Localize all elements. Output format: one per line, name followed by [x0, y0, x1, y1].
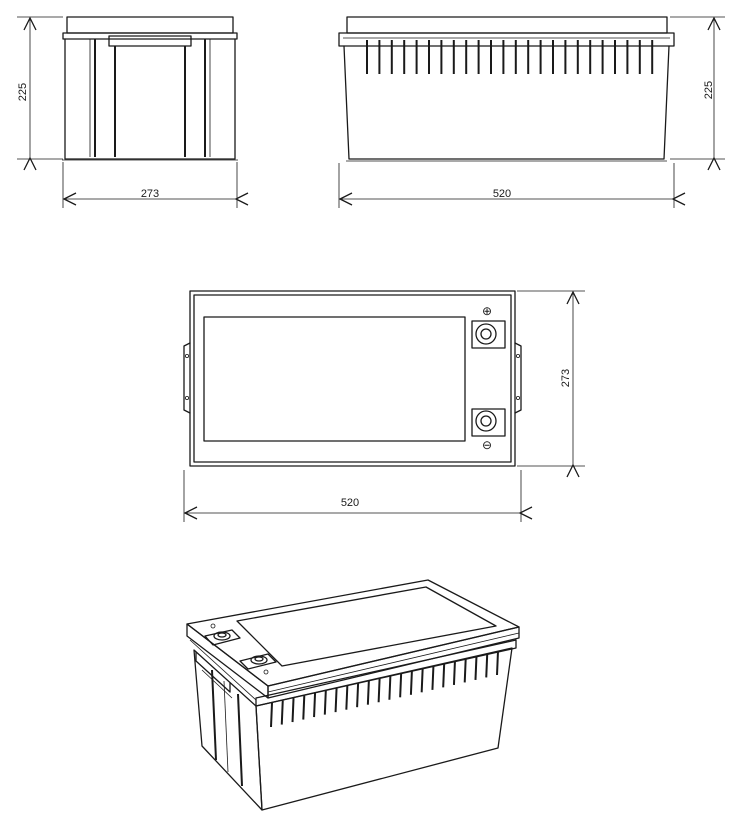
terminal-negative-symbol: ⊖ — [482, 438, 492, 452]
top-view: ⊕ ⊖ 273 520 — [183, 290, 585, 522]
iso-rib — [280, 700, 284, 725]
dim-top-length: 520 — [183, 470, 521, 522]
dim-top-depth: 273 — [517, 290, 585, 466]
iso-rib — [270, 702, 273, 728]
iso-rib — [356, 683, 360, 708]
iso-rib — [377, 678, 381, 703]
iso-rib — [302, 695, 306, 720]
dim-top-depth-label: 273 — [560, 369, 572, 387]
iso-terminal-negative — [239, 653, 277, 675]
dim-front-height-label: 225 — [17, 83, 29, 101]
iso-rib — [399, 673, 403, 698]
iso-rib — [345, 685, 349, 710]
iso-rib — [496, 650, 499, 676]
terminal-negative: ⊖ — [471, 408, 506, 452]
iso-rib — [334, 688, 338, 713]
dim-side-length-label: 520 — [493, 188, 511, 200]
isometric-view — [186, 579, 520, 811]
terminal-positive: ⊕ — [471, 304, 506, 349]
front-view: 225 273 — [17, 16, 238, 208]
iso-rib — [485, 653, 489, 678]
iso-rib — [452, 660, 456, 685]
iso-rib — [442, 663, 446, 688]
iso-terminal-positive — [204, 623, 241, 646]
iso-rib — [291, 698, 295, 723]
dim-side-length: 520 — [338, 163, 674, 208]
iso-rib — [420, 668, 424, 693]
dim-side-height-label: 225 — [703, 81, 715, 99]
iso-rib — [409, 670, 413, 695]
terminal-positive-symbol: ⊕ — [482, 304, 492, 318]
iso-rib — [366, 680, 370, 705]
iso-rib — [313, 693, 317, 718]
dim-side-height: 225 — [670, 16, 725, 159]
iso-rib — [323, 690, 327, 715]
dim-front-width-label: 273 — [141, 188, 159, 200]
iso-rib — [431, 665, 435, 690]
dim-front-height: 225 — [17, 16, 63, 159]
iso-rib — [463, 658, 467, 683]
side-view: 225 520 — [338, 16, 725, 208]
iso-rib — [388, 675, 392, 700]
dim-top-length-label: 520 — [341, 497, 359, 509]
iso-rib — [474, 655, 478, 680]
dim-front-width: 273 — [62, 162, 237, 208]
iso-ribs — [270, 650, 499, 728]
side-ribs — [366, 40, 654, 74]
